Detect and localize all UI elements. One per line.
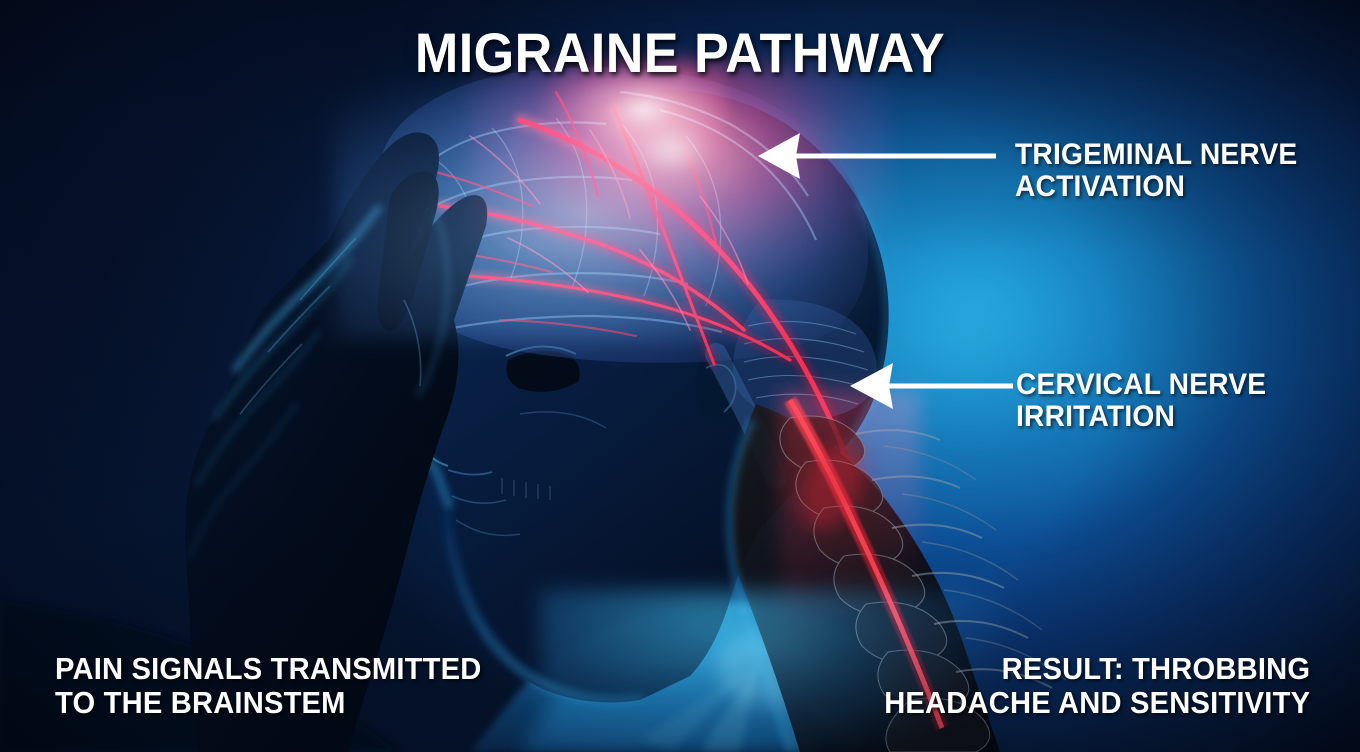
callout-cervical-line2: IRRITATION [1016,400,1176,433]
caption-bottom-right: RESULT: THROBBING HEADACHE AND SENSITIVI… [884,652,1310,720]
caption-bottom-left-line1: PAIN SIGNALS TRANSMITTED [55,651,482,686]
callout-cervical-line1: CERVICAL NERVE [1016,368,1267,401]
caption-bottom-right-line1: RESULT: THROBBING [1001,651,1310,686]
caption-bottom-left-line2: TO THE BRAINSTEM [55,685,346,720]
page-title: MIGRAINE PATHWAY [414,21,946,84]
callout-trigeminal: TRIGEMINAL NERVE ACTIVATION [1015,139,1297,203]
caption-bottom-right-line2: HEADACHE AND SENSITIVITY [883,685,1310,720]
callout-cervical: CERVICAL NERVE IRRITATION [1016,369,1266,433]
callout-trigeminal-line1: TRIGEMINAL NERVE [1015,138,1298,171]
caption-bottom-left: PAIN SIGNALS TRANSMITTED TO THE BRAINSTE… [55,652,482,720]
callout-trigeminal-line2: ACTIVATION [1015,170,1186,203]
